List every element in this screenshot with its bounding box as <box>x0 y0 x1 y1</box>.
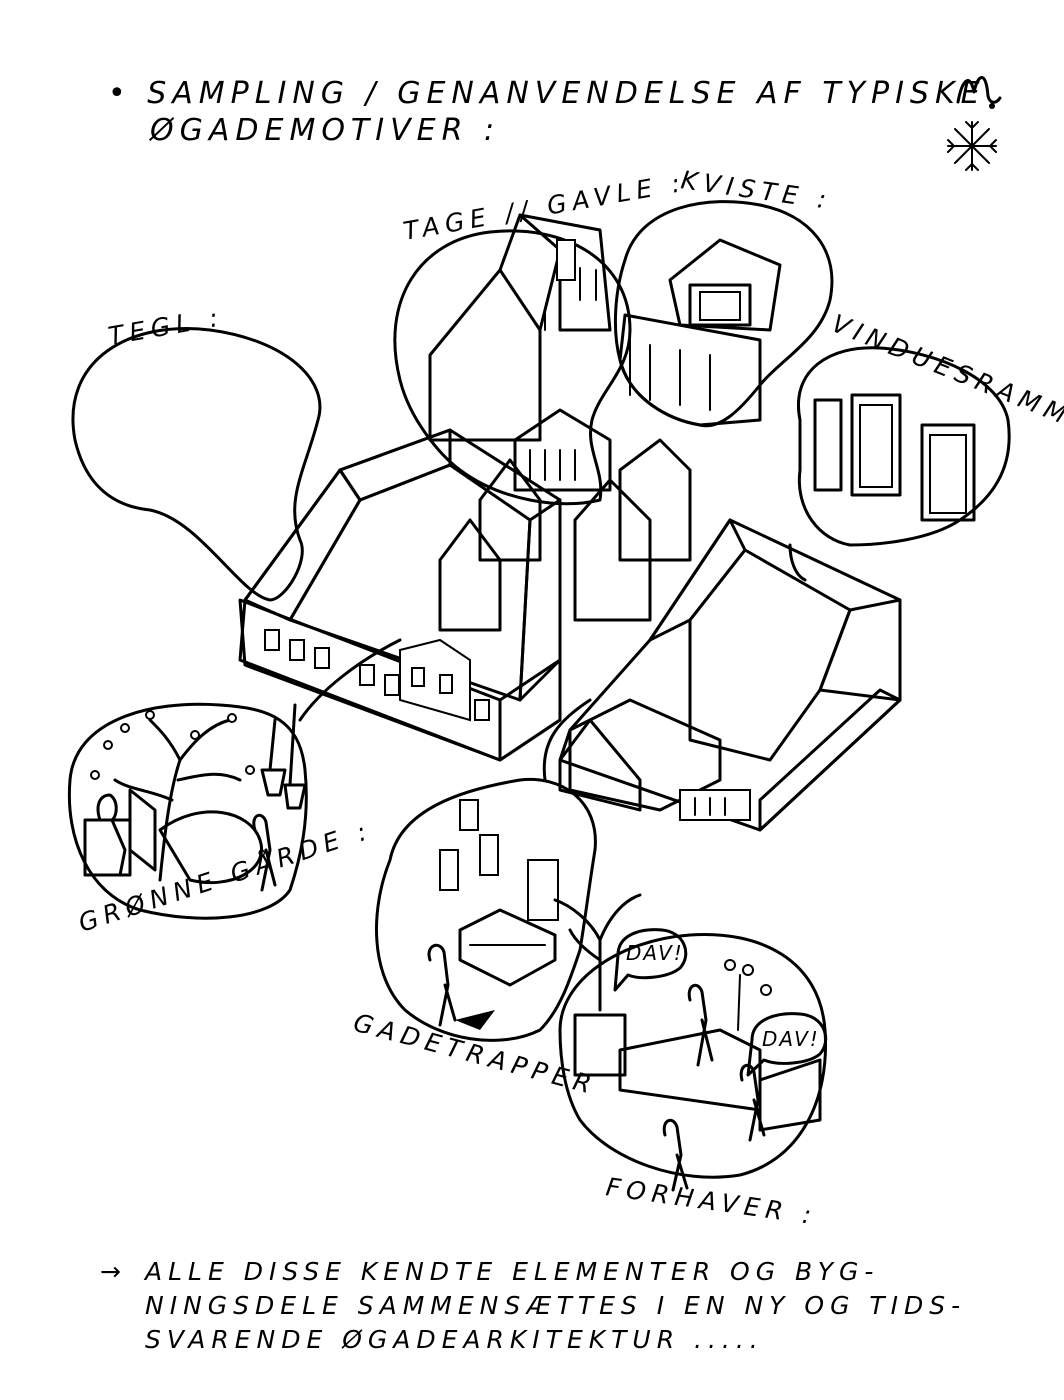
signature-mark <box>956 76 1002 109</box>
speech-bubble-1: DAV! <box>626 941 684 965</box>
left-building-block <box>238 428 692 762</box>
right-building-block <box>558 518 902 832</box>
tegl-bubble <box>71 327 322 602</box>
label-forhaver: FORHAVER : <box>604 1172 819 1230</box>
tage-gavle-bubble <box>393 213 632 506</box>
forhaver-bubble: DAV! DAV! <box>553 893 828 1192</box>
kviste-bubble <box>613 200 834 428</box>
conclusion-arrow: → <box>100 1257 127 1286</box>
gadetrapper-bubble <box>375 777 597 1042</box>
conclusion-line-3: SVARENDE ØGADEARKITEKTUR ..... <box>145 1325 764 1354</box>
conclusion-line-2: NINGSDELE SAMMENSÆTTES I EN NY OG TIDS- <box>145 1291 966 1320</box>
vinduesrammer-bubble <box>797 346 1011 547</box>
label-tegl: TEGL : <box>106 302 226 351</box>
label-gronne-garde: GRØNNE GÅRDE : <box>75 815 376 937</box>
heading-line-2: ØGADEMOTIVER : <box>148 113 500 148</box>
conclusion-line-1: ALLE DISSE KENDTE ELEMENTER OG BYG- <box>143 1257 879 1286</box>
label-vinduesrammer: VINDUESRAMMER : <box>828 309 1064 459</box>
connector-lines <box>298 543 807 782</box>
label-kviste: KVISTE : <box>679 165 834 215</box>
speech-bubble-2: DAV! <box>762 1027 820 1051</box>
gronne-garde-bubble <box>67 702 308 920</box>
heading-line-1: • SAMPLING / GENANVENDELSE AF TYPISKE <box>108 76 986 111</box>
snowflake-icon <box>947 121 997 171</box>
